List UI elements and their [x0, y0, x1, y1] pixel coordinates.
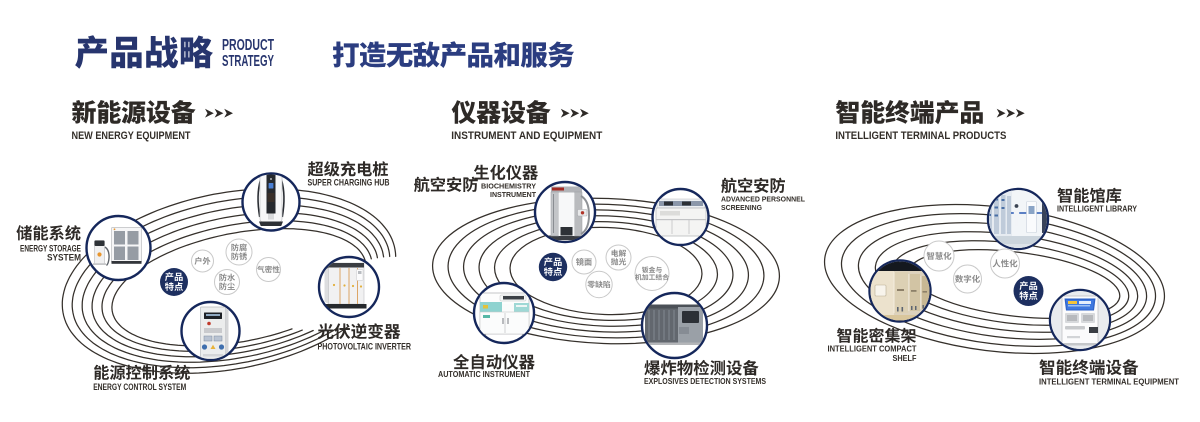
svg-text:STRATEGY: STRATEGY [222, 53, 274, 70]
svg-text:AUTOMATIC INSTRUMENT: AUTOMATIC INSTRUMENT [438, 369, 531, 379]
svg-text:INTELLIGENT LIBRARY: INTELLIGENT LIBRARY [1057, 205, 1137, 214]
svg-text:INTELLIGENT TERMINAL EQUIPMENT: INTELLIGENT TERMINAL EQUIPMENT [1039, 377, 1180, 387]
svg-text:PHOTOVOLTAIC INVERTER: PHOTOVOLTAIC INVERTER [318, 342, 412, 353]
svg-text:SHELF: SHELF [893, 353, 917, 363]
svg-text:SUPER CHARGING HUB: SUPER CHARGING HUB [308, 178, 390, 188]
svg-text:SYSTEM: SYSTEM [47, 253, 81, 263]
svg-text:ADVANCED PERSONNEL: ADVANCED PERSONNEL [721, 195, 805, 204]
svg-text:SCREENING: SCREENING [721, 203, 762, 212]
svg-text:INSTRUMENT AND EQUIPMENT: INSTRUMENT AND EQUIPMENT [451, 130, 602, 142]
svg-text:INTELLIGENT TERMINAL PRODUCTS: INTELLIGENT TERMINAL PRODUCTS [835, 130, 1006, 142]
svg-text:ENERGY CONTROL SYSTEM: ENERGY CONTROL SYSTEM [93, 382, 186, 393]
svg-text:INTELLIGENT COMPACT: INTELLIGENT COMPACT [828, 344, 918, 354]
svg-text:BIOCHEMISTRY: BIOCHEMISTRY [481, 182, 536, 191]
svg-text:ENERGY STORAGE: ENERGY STORAGE [20, 244, 81, 254]
svg-text:EXPLOSIVES DETECTION SYSTEMS: EXPLOSIVES DETECTION SYSTEMS [644, 376, 766, 386]
svg-text:NEW ENERGY EQUIPMENT: NEW ENERGY EQUIPMENT [72, 130, 191, 142]
svg-text:INSTRUMENT: INSTRUMENT [490, 190, 536, 199]
svg-text:PRODUCT: PRODUCT [222, 37, 274, 54]
